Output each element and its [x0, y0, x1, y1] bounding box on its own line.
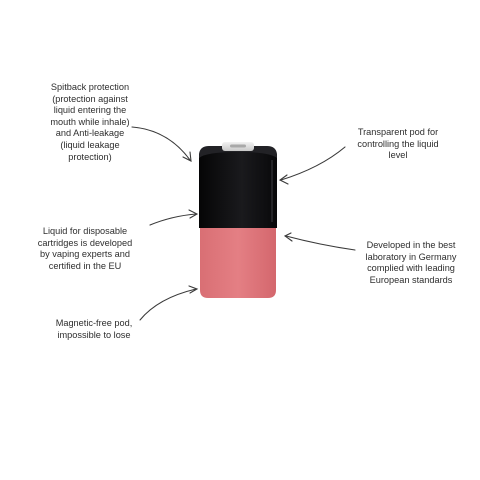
callout-line: laboratory in Germany	[365, 251, 457, 262]
callout-line: mouth while inhale)	[50, 116, 130, 127]
callout-line: protection)	[68, 151, 112, 162]
callout-line: impossible to lose	[57, 329, 131, 340]
callout-line: Spitback protection	[50, 82, 130, 92]
callout-line: liquid entering the	[53, 105, 127, 116]
arrow-transparent	[280, 146, 346, 181]
callout-line: cartridges is developed	[37, 237, 133, 248]
arrowhead-developed	[283, 232, 293, 242]
arrowhead-transparent	[278, 174, 289, 185]
callout-developed-germany: Developed in the best laboratory in Germ…	[348, 240, 474, 286]
pod-top-face	[199, 146, 277, 158]
pod-black-section	[199, 150, 277, 228]
arrowhead-liquid	[188, 209, 199, 219]
callout-line: level	[388, 150, 408, 161]
callout-line: (protection against	[52, 93, 128, 104]
callout-magnetic-free: Magnetic-free pod, impossible to lose	[38, 318, 150, 341]
pod-body	[199, 142, 277, 298]
callout-line: European standards	[369, 274, 453, 285]
callout-liquid-certified: Liquid for disposable cartridges is deve…	[20, 226, 150, 272]
arrow-spitback	[131, 126, 191, 161]
callout-line: by vaping experts and	[40, 249, 130, 260]
arrowhead-magnetic	[188, 285, 199, 294]
callout-line: certified in the EU	[48, 260, 122, 271]
callout-spitback-protection: Spitback protection (protection against …	[30, 82, 150, 163]
callout-line: Developed in the best	[366, 240, 456, 250]
arrow-magnetic	[139, 288, 197, 321]
pod-mouthpiece-slot	[230, 144, 246, 148]
arrow-liquid	[149, 213, 197, 226]
callout-line: (liquid leakage	[60, 139, 120, 150]
pod-pink-section	[200, 226, 276, 298]
arrowhead-spitback	[182, 151, 192, 162]
arrow-developed	[285, 235, 356, 251]
callout-line: Magnetic-free pod,	[55, 318, 133, 328]
callout-line: and Anti-leakage	[55, 128, 125, 139]
callout-line: complied with leading	[367, 263, 455, 274]
callout-arrows	[131, 126, 356, 321]
callout-transparent-pod: Transparent pod for controlling the liqu…	[338, 127, 458, 162]
callout-line: Liquid for disposable	[42, 226, 128, 236]
callout-line: controlling the liquid	[357, 138, 439, 149]
callout-line: Transparent pod for	[357, 127, 439, 137]
